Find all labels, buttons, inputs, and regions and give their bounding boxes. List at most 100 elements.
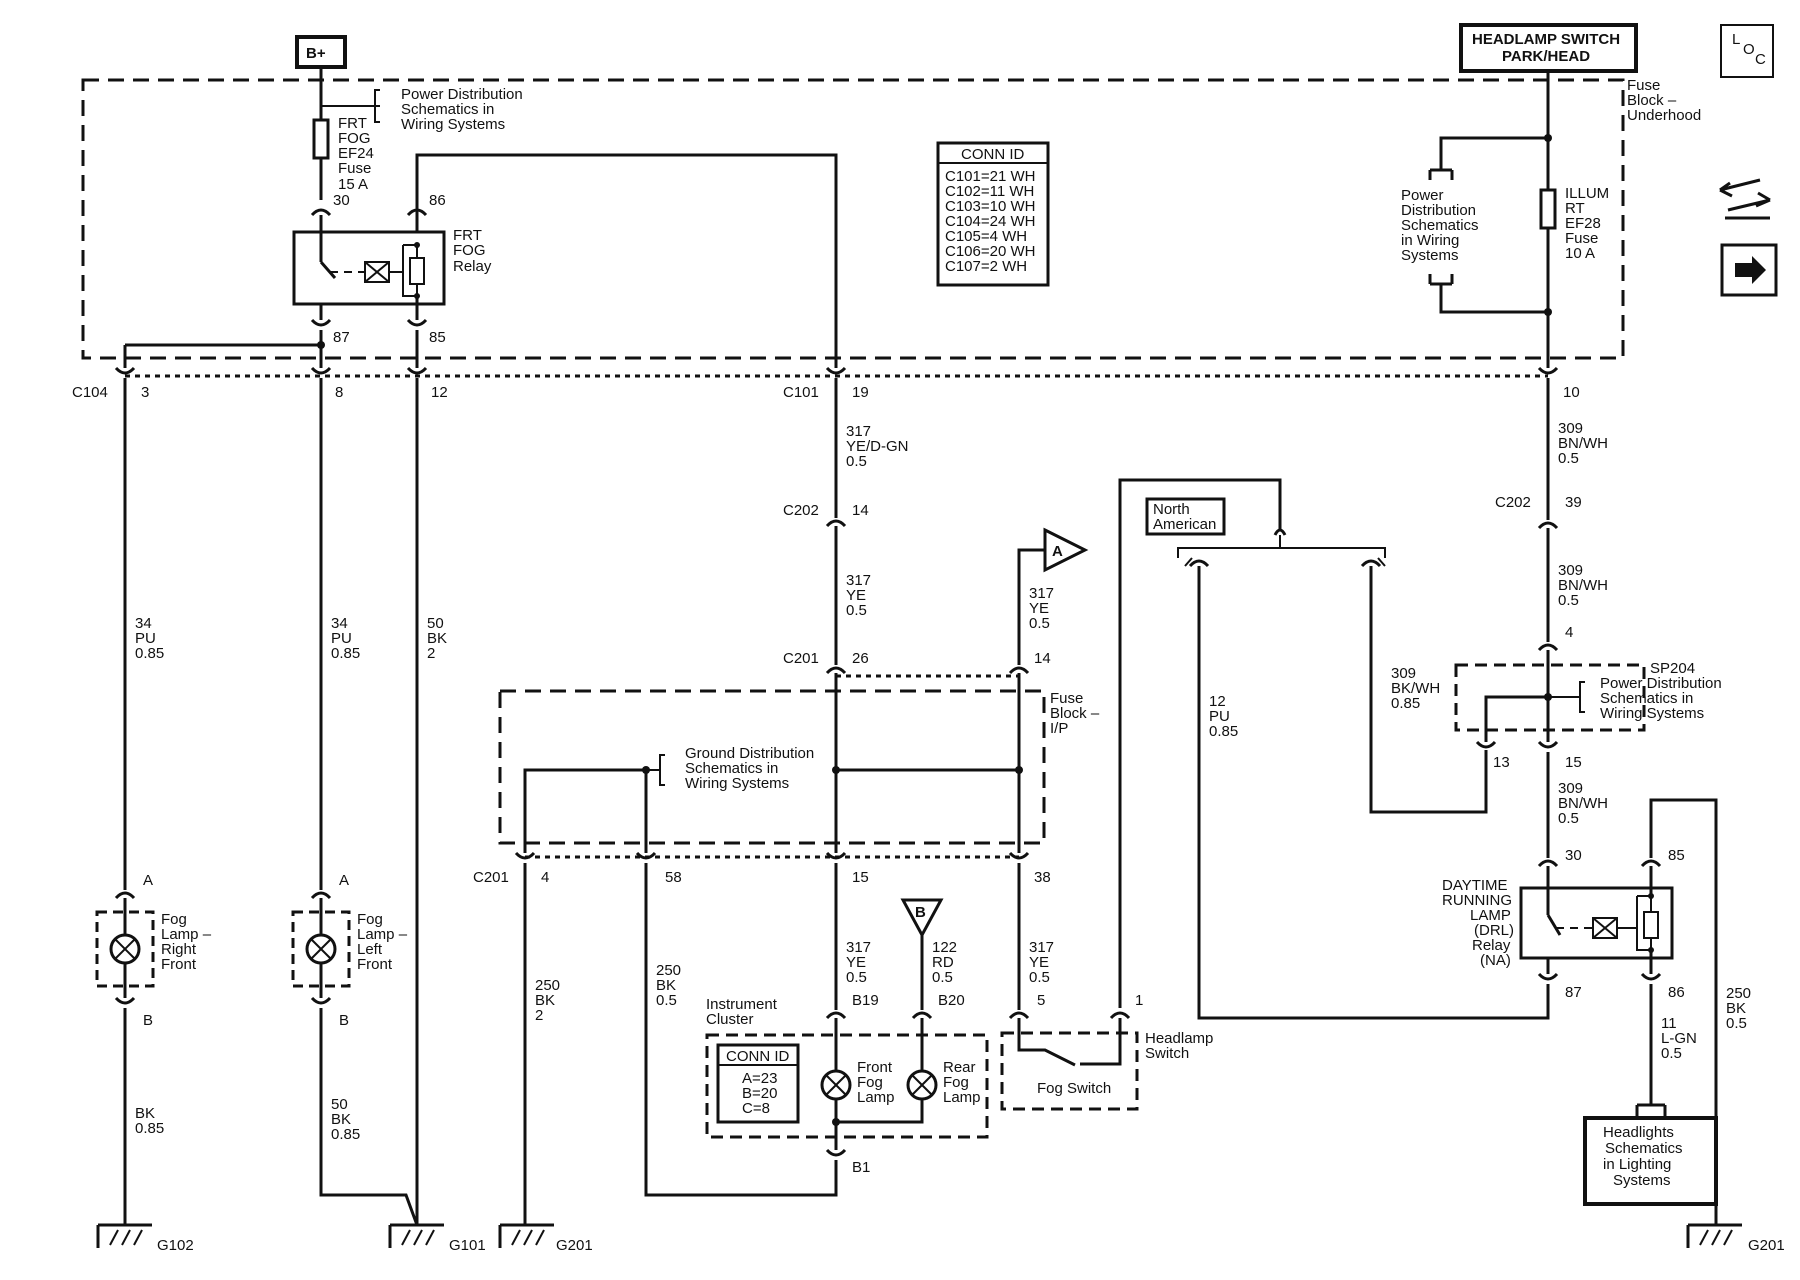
svg-text:317: 317 bbox=[846, 939, 871, 956]
frt-fog-fuse bbox=[312, 118, 330, 160]
fuse-block-underhood-outline bbox=[81, 78, 1625, 360]
svg-text:CONN ID: CONN ID bbox=[726, 1048, 790, 1065]
svg-text:309: 309 bbox=[1558, 780, 1583, 797]
svg-text:C106=20 WH: C106=20 WH bbox=[945, 243, 1035, 260]
svg-text:38: 38 bbox=[1034, 869, 1051, 886]
svg-text:B: B bbox=[915, 904, 926, 921]
c202-label-left: C202 bbox=[783, 502, 819, 519]
instrument-cluster-label: Instrument Cluster bbox=[706, 996, 778, 1028]
svg-text:BN/WH: BN/WH bbox=[1558, 795, 1608, 812]
svg-text:Right: Right bbox=[161, 941, 197, 958]
svg-text:0.85: 0.85 bbox=[331, 645, 360, 662]
svg-text:Schematics: Schematics bbox=[1401, 217, 1479, 234]
svg-text:Relay: Relay bbox=[1472, 937, 1511, 954]
svg-text:0.5: 0.5 bbox=[932, 969, 953, 986]
svg-text:12: 12 bbox=[431, 384, 448, 401]
c201-label-bottom: C201 bbox=[473, 869, 509, 886]
ground-g102: G102 bbox=[96, 1223, 194, 1254]
wire-11-l-gn: 11 L-GN 0.5 bbox=[1661, 1015, 1697, 1062]
headlamp-switch-subtitle: PARK/HEAD bbox=[1502, 48, 1590, 65]
wire-bk-085: BK 0.85 bbox=[135, 1105, 164, 1137]
relay-pin-86: 86 bbox=[429, 192, 446, 209]
svg-text:BK: BK bbox=[656, 977, 676, 994]
svg-text:Instrument: Instrument bbox=[706, 996, 778, 1013]
wire-309-bn-wh-b: 309 BN/WH 0.5 bbox=[1558, 562, 1608, 609]
svg-text:0.85: 0.85 bbox=[135, 1120, 164, 1137]
svg-text:122: 122 bbox=[932, 939, 957, 956]
svg-text:B: B bbox=[143, 1012, 153, 1029]
ground-distribution-ref: Ground Distribution Schematics in Wiring… bbox=[685, 745, 814, 792]
headlights-schematics-ref[interactable] bbox=[1583, 1116, 1718, 1206]
svg-text:Lamp –: Lamp – bbox=[161, 926, 212, 943]
wire-34-pu-left: 34 PU 0.85 bbox=[331, 615, 360, 662]
svg-text:Fog: Fog bbox=[943, 1074, 969, 1091]
svg-text:Rear: Rear bbox=[943, 1059, 976, 1076]
svg-text:0.5: 0.5 bbox=[1029, 969, 1050, 986]
svg-text:LAMP: LAMP bbox=[1470, 907, 1511, 924]
svg-text:Schematics in: Schematics in bbox=[685, 760, 778, 777]
svg-text:L: L bbox=[1732, 31, 1740, 48]
svg-text:317: 317 bbox=[846, 572, 871, 589]
offpage-connector-b[interactable]: B bbox=[900, 898, 944, 939]
c202-label-right: C202 bbox=[1495, 494, 1531, 511]
c101-label: C101 bbox=[783, 384, 819, 401]
svg-text:0.5: 0.5 bbox=[1726, 1015, 1747, 1032]
front-fog-lamp-label: Front Fog Lamp bbox=[857, 1059, 895, 1106]
svg-text:34: 34 bbox=[135, 615, 152, 632]
fuse-block-ip-outline bbox=[498, 689, 1046, 845]
svg-text:A: A bbox=[143, 872, 153, 889]
svg-text:10: 10 bbox=[1563, 384, 1580, 401]
svg-text:34: 34 bbox=[331, 615, 348, 632]
sp204-power-ref: Power Distribution Schematics in Wiring … bbox=[1600, 675, 1722, 722]
svg-text:American: American bbox=[1153, 516, 1216, 533]
svg-text:Lamp: Lamp bbox=[943, 1089, 981, 1106]
north-american-option bbox=[1145, 497, 1226, 536]
svg-text:A: A bbox=[1052, 543, 1063, 560]
headlamp-switch-label: Headlamp Switch bbox=[1145, 1030, 1213, 1062]
svg-text:11: 11 bbox=[1661, 1015, 1677, 1032]
svg-text:RUNNING: RUNNING bbox=[1442, 892, 1512, 909]
b-plus-label: B+ bbox=[306, 45, 326, 62]
svg-text:Headlights: Headlights bbox=[1603, 1124, 1674, 1141]
offpage-connector-a[interactable]: A bbox=[1043, 527, 1089, 573]
svg-text:C104=24 WH: C104=24 WH bbox=[945, 213, 1035, 230]
svg-text:ILLUM: ILLUM bbox=[1565, 185, 1609, 202]
svg-text:39: 39 bbox=[1565, 494, 1582, 511]
loc-icon[interactable]: L O C bbox=[1720, 24, 1774, 78]
wire-250-bk-05-right: 250 BK 0.5 bbox=[1726, 985, 1751, 1032]
svg-text:BK: BK bbox=[1726, 1000, 1746, 1017]
svg-text:14: 14 bbox=[1034, 650, 1051, 667]
fog-switch[interactable] bbox=[1000, 1031, 1139, 1111]
svg-text:PU: PU bbox=[331, 630, 352, 647]
instrument-cluster bbox=[705, 1033, 989, 1139]
next-arrow-icon[interactable] bbox=[1720, 243, 1778, 297]
svg-text:Front: Front bbox=[357, 956, 393, 973]
wire-309-bn-wh-a: 309 BN/WH 0.5 bbox=[1558, 420, 1608, 467]
wire-317-ye-cluster: 317 YE 0.5 bbox=[846, 939, 871, 986]
drl-relay-label: DAYTIME RUNNING LAMP (DRL) Relay (NA) bbox=[1442, 877, 1514, 969]
svg-text:309: 309 bbox=[1558, 562, 1583, 579]
svg-text:YE/D-GN: YE/D-GN bbox=[846, 438, 909, 455]
svg-text:C105=4 WH: C105=4 WH bbox=[945, 228, 1027, 245]
wiring-icon[interactable] bbox=[1719, 178, 1771, 220]
frt-fog-relay-label: FRT FOG Relay bbox=[453, 227, 492, 275]
sp204-splice-pack bbox=[1454, 663, 1646, 732]
ground-g201-right: G201 bbox=[1686, 1223, 1785, 1254]
svg-text:BK: BK bbox=[535, 992, 555, 1009]
svg-text:4: 4 bbox=[1565, 624, 1573, 641]
svg-text:58: 58 bbox=[665, 869, 682, 886]
svg-text:309: 309 bbox=[1391, 665, 1416, 682]
svg-text:26: 26 bbox=[852, 650, 869, 667]
fog-lamp-right-label: Fog Lamp – Right Front bbox=[161, 911, 212, 973]
svg-text:C101=21 WH: C101=21 WH bbox=[945, 168, 1035, 185]
svg-text:4: 4 bbox=[541, 869, 549, 886]
svg-text:FOG: FOG bbox=[338, 130, 371, 147]
svg-text:YE: YE bbox=[1029, 600, 1049, 617]
svg-text:0.5: 0.5 bbox=[846, 969, 867, 986]
svg-text:in Wiring: in Wiring bbox=[1401, 232, 1459, 249]
svg-text:L-GN: L-GN bbox=[1661, 1030, 1697, 1047]
svg-text:BK/WH: BK/WH bbox=[1391, 680, 1440, 697]
svg-text:Block –: Block – bbox=[1627, 92, 1677, 109]
svg-text:Power Distribution: Power Distribution bbox=[1600, 675, 1722, 692]
svg-text:3: 3 bbox=[141, 384, 149, 401]
